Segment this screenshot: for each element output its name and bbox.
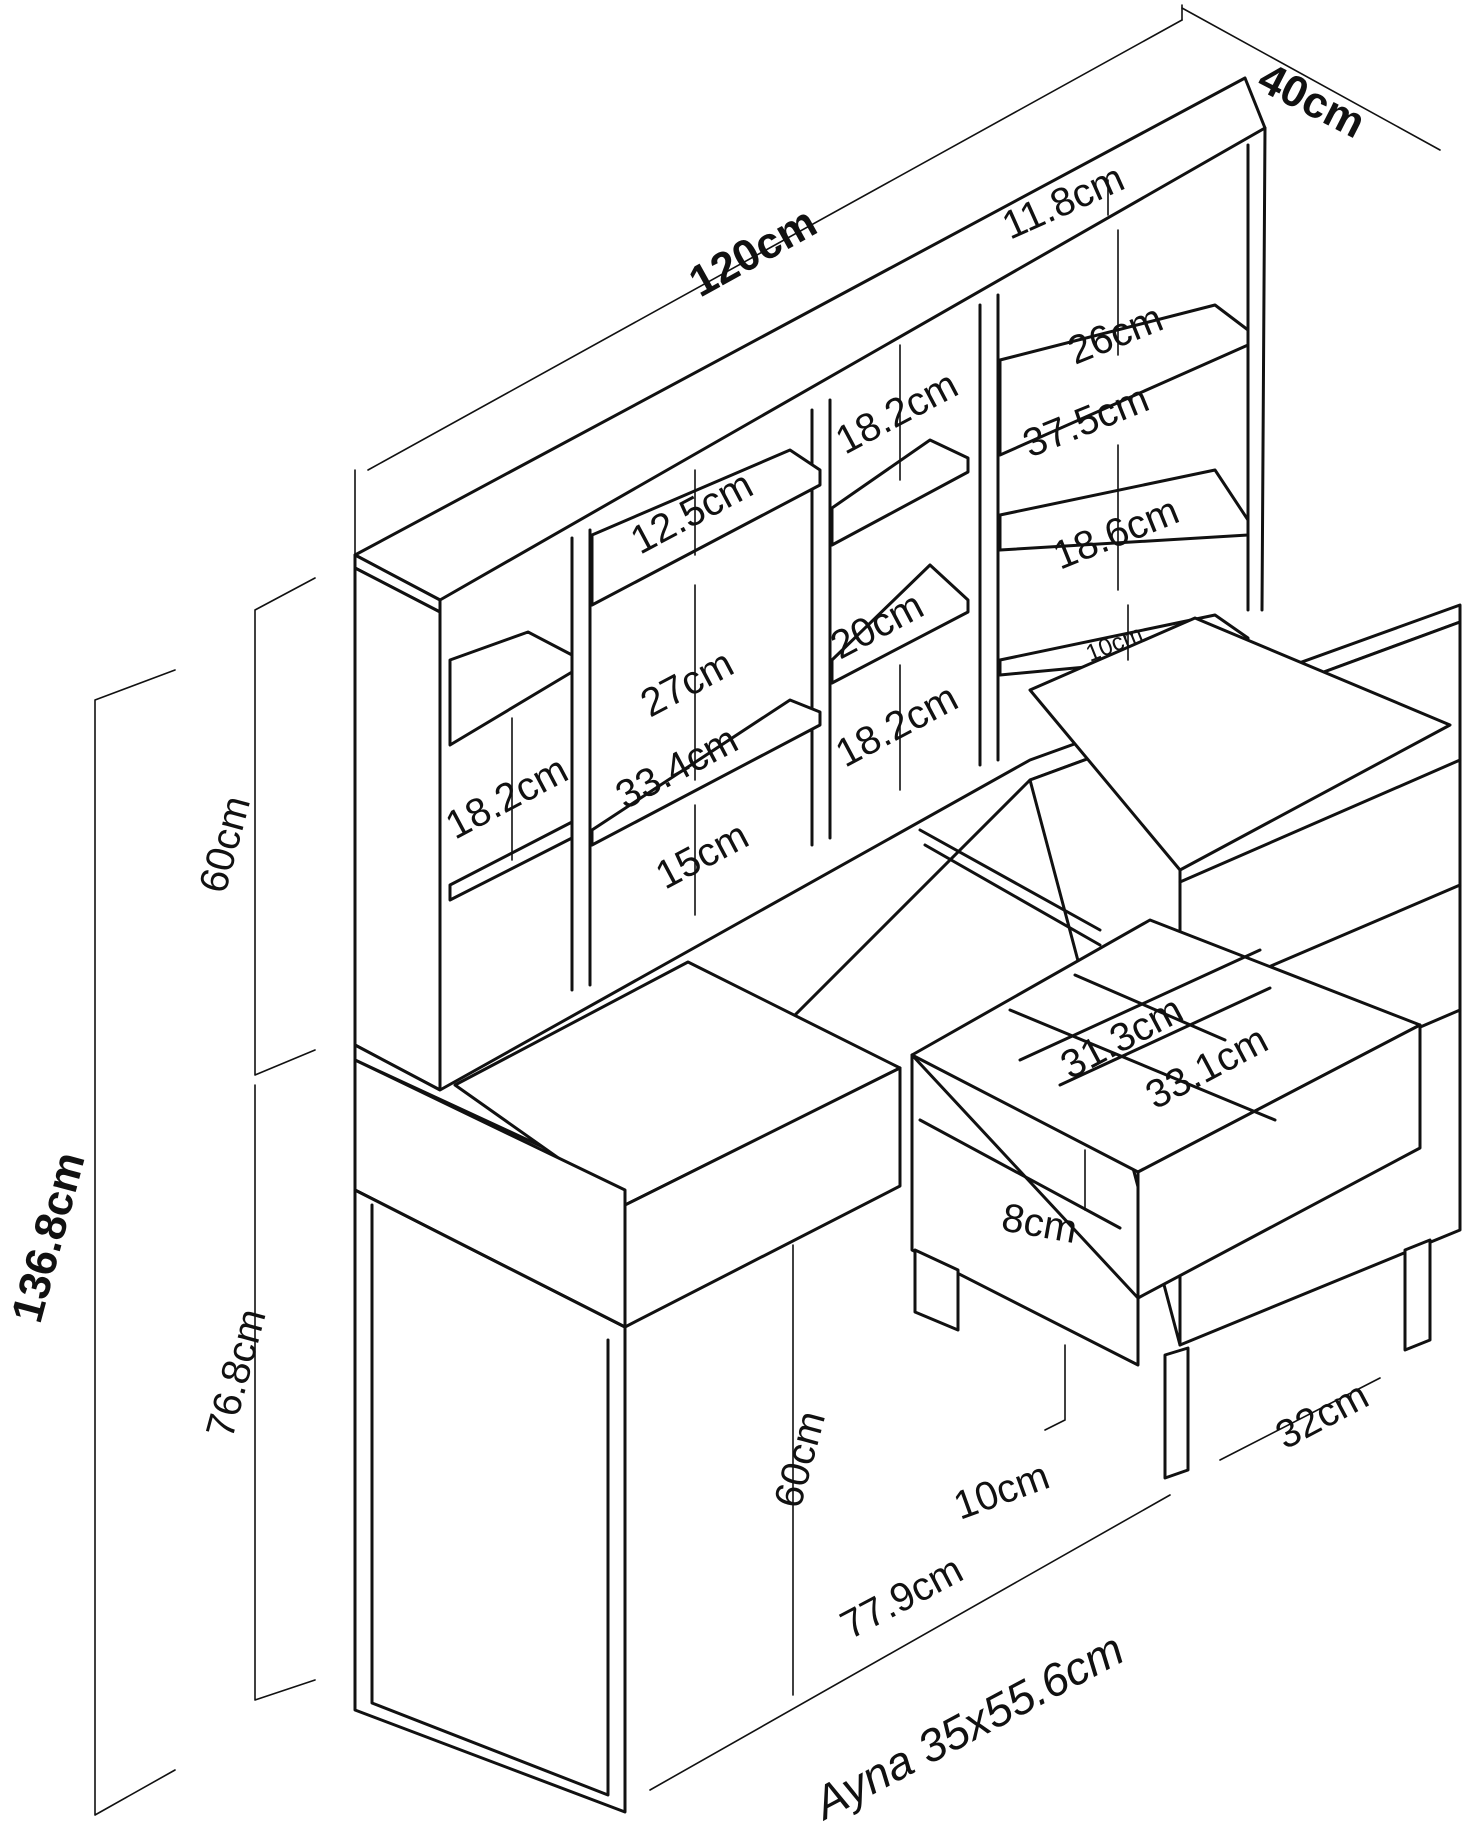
depth-label: 40cm: [1250, 53, 1373, 148]
mirror-size-label: Ayna 35x55.6cm: [803, 1622, 1132, 1823]
center-left-shelf-1: [590, 448, 822, 607]
right-cabinet-front-divisions: [1178, 758, 1462, 1347]
hutch-height-label: 60cm: [191, 791, 259, 897]
right-leg-front: [1163, 1346, 1190, 1480]
leg-height-label: 10cm: [948, 1454, 1055, 1529]
right-shelf-1: [998, 303, 1250, 457]
hutch-divider-1: [570, 528, 592, 992]
center-right-shelf-1: [830, 438, 970, 547]
leg-height-line: [1044, 1344, 1066, 1431]
hutch-left-side: [353, 566, 442, 1092]
shelf-gap-arrows: [511, 179, 1129, 916]
left-shelf-1: [448, 630, 574, 747]
knee-height-label: 60cm: [766, 1406, 834, 1512]
right-top-drawer-open: [1028, 616, 1452, 872]
left-metal-frame: [353, 1188, 627, 1814]
total-height-label: 136.8cm: [2, 1147, 94, 1327]
center-right-shelf-2: [830, 563, 970, 685]
left-bottom-gap-label: 15cm: [649, 813, 756, 898]
width-dimension-line: [367, 19, 1183, 471]
desk-height-line: [254, 1084, 316, 1701]
right-leg-back: [1403, 1238, 1432, 1352]
leg-depth-line: [1219, 1377, 1381, 1461]
middle-drawer-housing: [910, 1053, 1140, 1367]
middle-leg-front: [913, 1248, 960, 1332]
hutch-divider-3: [978, 293, 1000, 767]
depth-dimension-line: [1181, 7, 1441, 151]
width-label: 120cm: [681, 197, 825, 306]
drawer-divider-lines: [1008, 948, 1277, 1122]
middle-drawer-front: [1136, 1023, 1422, 1300]
center-shelf-lower-label: 18.2cm: [829, 676, 965, 776]
knee-width-label: 77.9cm: [834, 1548, 970, 1648]
dimension-lines: [94, 4, 1441, 1816]
leg-depth-label: 32cm: [1269, 1373, 1376, 1458]
center-left-shelf-2: [590, 698, 822, 847]
desk-height-label: 76.8cm: [198, 1304, 274, 1442]
right-shelf-2: [998, 468, 1250, 552]
drawer-slide-rail: [918, 828, 1122, 1230]
hutch-height-line: [254, 577, 316, 1076]
left-shelf-2: [448, 820, 574, 902]
total-height-line: [94, 669, 176, 1816]
desk-body: [353, 76, 1462, 1814]
knee-width-line: [649, 1494, 1171, 1791]
left-mid-gap-label: 27cm: [634, 641, 741, 726]
